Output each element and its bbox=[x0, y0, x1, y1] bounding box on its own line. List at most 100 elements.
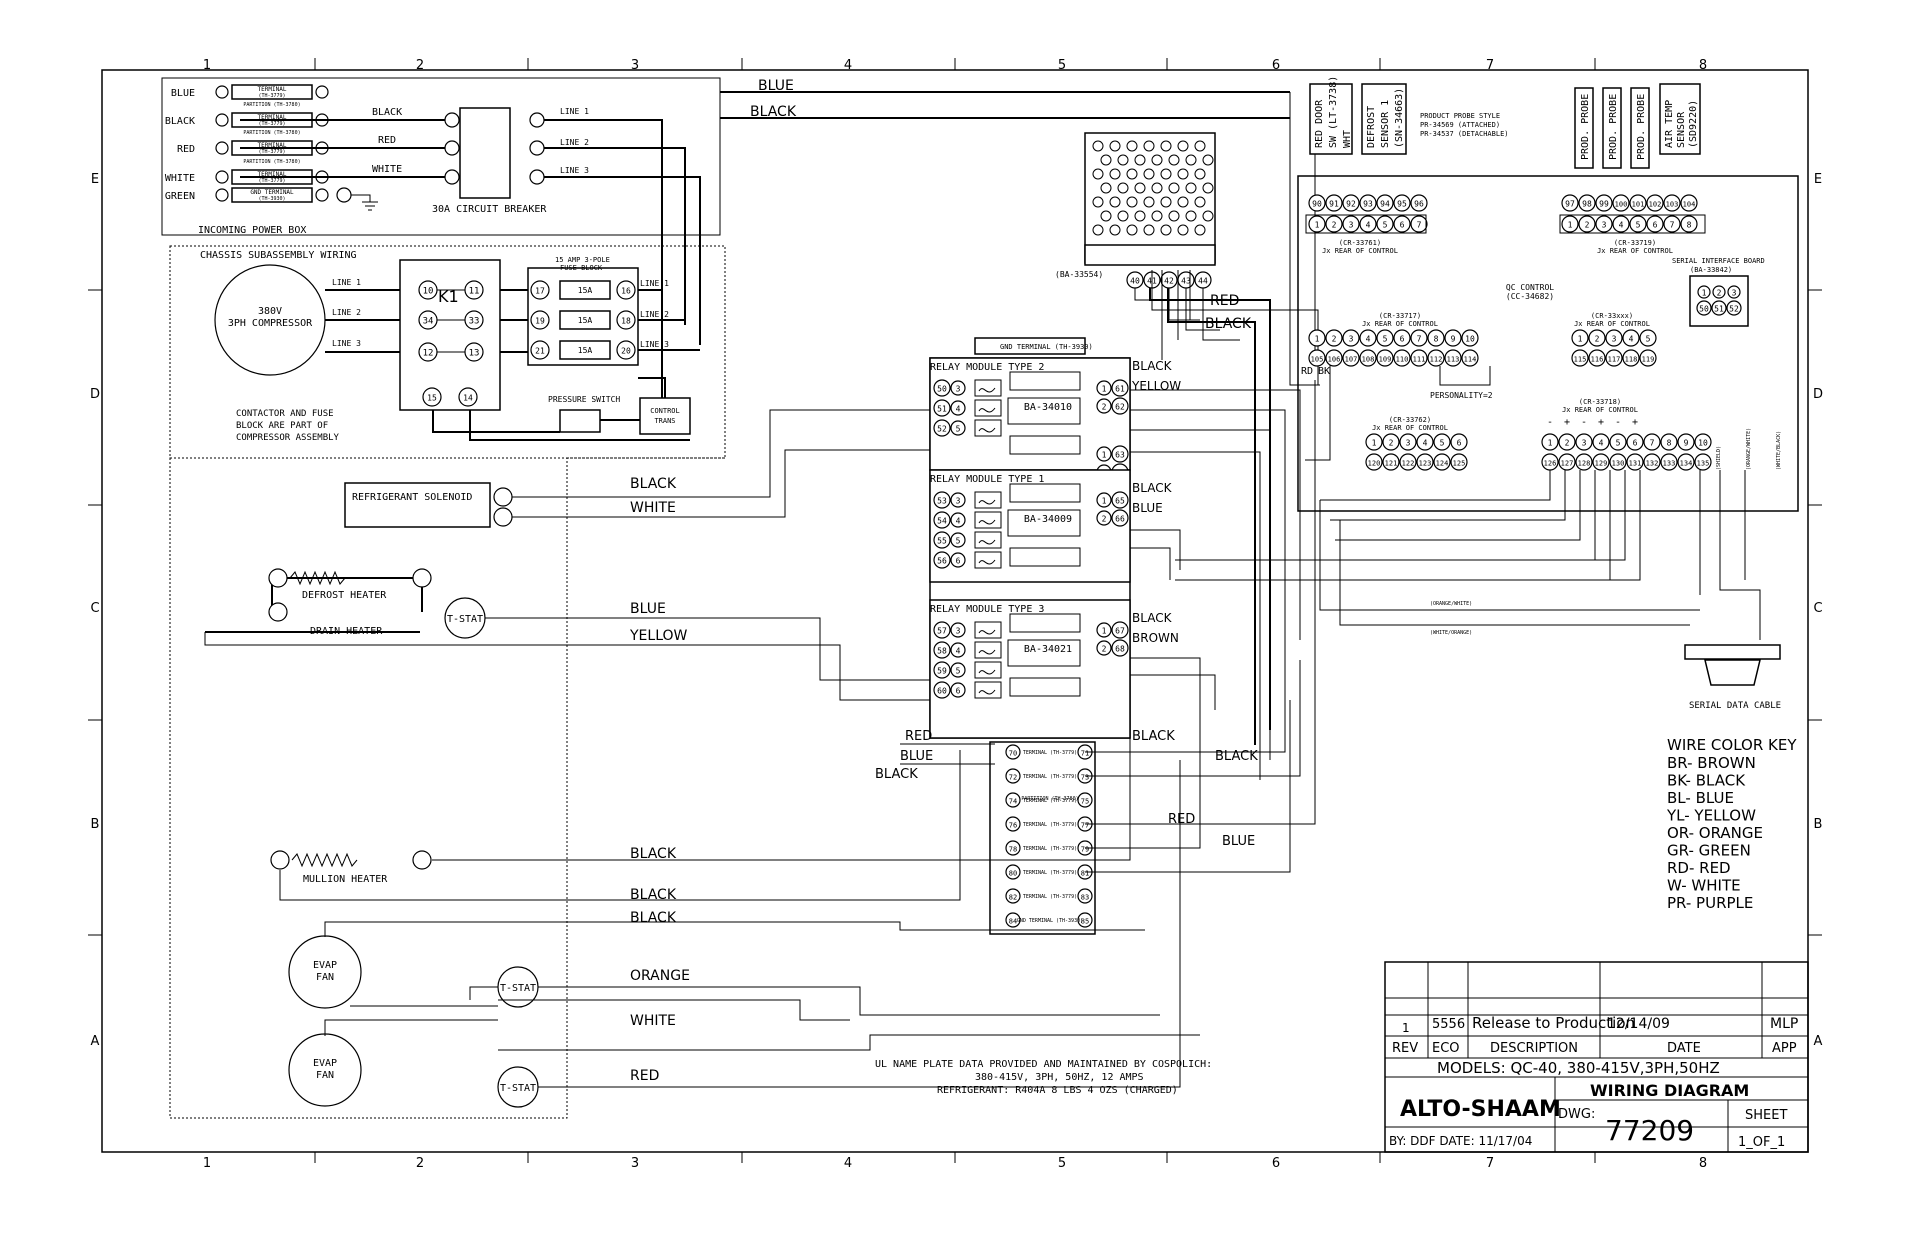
strip-pin-83-label: 83 bbox=[1081, 894, 1089, 902]
serial-bot-50-label: 50 bbox=[1699, 305, 1709, 314]
j1-top-92-label: 92 bbox=[1346, 200, 1356, 209]
pb-wire-black: BLACK bbox=[372, 107, 402, 118]
relay-title-2: RELAY MODULE TYPE 1 bbox=[930, 474, 1044, 485]
relay-pin-inner-60 bbox=[950, 682, 966, 698]
relay-pin-inner-53-label: 3 bbox=[956, 497, 961, 506]
load-wire-2-blue: BLUE bbox=[630, 601, 666, 617]
j2-top-103-label: 103 bbox=[1666, 201, 1679, 209]
j2-top-104-label: 104 bbox=[1683, 201, 1696, 209]
load-wire-5-black: BLACK bbox=[630, 887, 677, 903]
j3-top-9 bbox=[1444, 329, 1462, 347]
term-wire-2-black: BLACK bbox=[875, 767, 918, 782]
k1-pin-34-label: 34 bbox=[423, 317, 434, 327]
fuse-left-1 bbox=[530, 310, 550, 330]
zone-row-right-A: A bbox=[1814, 1034, 1823, 1049]
defrost-sensor-num: SENSOR 1 bbox=[1380, 100, 1391, 148]
strip-pin-84 bbox=[1005, 912, 1021, 928]
strip-pin-79-label: 79 bbox=[1081, 846, 1089, 854]
control-trans-label-2: TRANS bbox=[654, 417, 675, 425]
j2-label: Jx REAR OF CONTROL bbox=[1597, 247, 1673, 255]
relay-pin-50 bbox=[933, 379, 951, 397]
j3-top-3 bbox=[1342, 329, 1360, 347]
mullion-heater-label: MULLION HEATER bbox=[303, 874, 388, 885]
fuse-left-1-label: 19 bbox=[535, 317, 545, 326]
j4-bot-116-label: 116 bbox=[1591, 356, 1604, 364]
probe-1: PROD. PROBE bbox=[1580, 94, 1591, 160]
j3-bot-108 bbox=[1359, 349, 1377, 367]
j1-top-96 bbox=[1410, 194, 1428, 212]
term-wire-0-red: RED bbox=[905, 729, 932, 744]
strip-pin-76 bbox=[1005, 816, 1021, 832]
j1-bot-6 bbox=[1393, 215, 1411, 233]
control-trans-label-1: CONTROL bbox=[650, 407, 680, 415]
term-wire-1-blue: BLUE bbox=[900, 749, 933, 764]
j4-bot-119-label: 119 bbox=[1642, 356, 1655, 364]
zone-col-bottom-2: 2 bbox=[416, 1156, 424, 1171]
qc-control-outline bbox=[1297, 175, 1799, 512]
strip-terminal-0: TERMINAL (TH-3779) bbox=[1023, 750, 1077, 756]
j1-top-91-label: 91 bbox=[1329, 200, 1339, 209]
zone-row-right-B: B bbox=[1814, 817, 1823, 832]
j6-top-9 bbox=[1677, 433, 1695, 451]
relay-pin-52 bbox=[933, 419, 951, 437]
j5-bot-124-label: 124 bbox=[1436, 460, 1449, 468]
rd-label: RD bbox=[1301, 366, 1313, 377]
power-supply-part: (BA-33554) bbox=[1055, 270, 1103, 279]
relay-wire-1-a: BLACK bbox=[1132, 359, 1173, 373]
strip-pin-75-label: 75 bbox=[1081, 798, 1089, 806]
j5-bot-124 bbox=[1433, 453, 1451, 471]
j3-top-8-label: 8 bbox=[1434, 335, 1439, 344]
zone-col-bottom-8: 8 bbox=[1699, 1156, 1707, 1171]
app-header: APP bbox=[1772, 1041, 1797, 1056]
relay-pin-inner-66 bbox=[1096, 510, 1112, 526]
relay-pin-55-label: 55 bbox=[937, 537, 947, 546]
j6-bot-133-label: 133 bbox=[1663, 460, 1676, 468]
probe-2: PROD. PROBE bbox=[1608, 94, 1619, 160]
relay-pin-inner-62 bbox=[1096, 398, 1112, 414]
eco-header: ECO bbox=[1432, 1041, 1460, 1056]
j4-label: Jx REAR OF CONTROL bbox=[1574, 320, 1650, 328]
j6-top-4 bbox=[1592, 433, 1610, 451]
control-transformer bbox=[639, 397, 691, 435]
j6-top-9-label: 9 bbox=[1684, 439, 1689, 448]
j6-bot-134-label: 134 bbox=[1680, 460, 1693, 468]
relay-pin-inner-58 bbox=[950, 642, 966, 658]
j6-top-6-label: 6 bbox=[1633, 439, 1638, 448]
j1-top-90-label: 90 bbox=[1312, 200, 1322, 209]
serial-top-3-label: 3 bbox=[1732, 289, 1737, 298]
relay-pin-67 bbox=[1111, 621, 1129, 639]
strip-pin-78 bbox=[1005, 840, 1021, 856]
rev-value: 1 bbox=[1402, 1021, 1410, 1035]
j2-bot-1-label: 1 bbox=[1568, 221, 1573, 230]
zone-col-top-5: 5 bbox=[1058, 58, 1066, 73]
fuse-right-1-label: 18 bbox=[621, 317, 631, 326]
j6-top-3 bbox=[1575, 433, 1593, 451]
fuse-right-2 bbox=[616, 340, 636, 360]
j2-top-98-label: 98 bbox=[1582, 200, 1592, 209]
air-temp-label: AIR TEMP bbox=[1664, 100, 1675, 148]
door-switch-part: SW (LT-3738) bbox=[1328, 76, 1339, 148]
j3-label: Jx REAR OF CONTROL bbox=[1362, 320, 1438, 328]
app-value: MLP bbox=[1770, 1016, 1798, 1032]
contactor-k1 bbox=[399, 259, 501, 411]
color-key-item-6: RD- RED bbox=[1667, 859, 1731, 877]
j3-top-2 bbox=[1325, 329, 1343, 347]
relay-pin-inner-67-label: 1 bbox=[1102, 627, 1107, 636]
relay-pin-inner-68-label: 2 bbox=[1102, 645, 1107, 654]
j6-bot-130-label: 130 bbox=[1612, 460, 1625, 468]
cable-wire-0: (ORANGE/WHITE) bbox=[1430, 601, 1472, 607]
j3-bot-107 bbox=[1342, 349, 1360, 367]
j2-bot-6-label: 6 bbox=[1653, 221, 1658, 230]
j3-top-7-label: 7 bbox=[1417, 335, 1422, 344]
strip-pin-74 bbox=[1005, 792, 1021, 808]
load-wire-8-white: WHITE bbox=[630, 1013, 676, 1029]
defrost-sensor-label: DEFROST bbox=[1366, 106, 1377, 148]
strip-pin-84-label: 84 bbox=[1009, 918, 1017, 926]
j3-bot-113 bbox=[1444, 349, 1462, 367]
color-key-item-7: W- WHITE bbox=[1667, 877, 1741, 895]
serial-board-label: SERIAL INTERFACE BOARD bbox=[1672, 257, 1765, 265]
j4-top-3-label: 3 bbox=[1612, 335, 1617, 344]
relay-pin-inner-50-label: 3 bbox=[956, 385, 961, 394]
